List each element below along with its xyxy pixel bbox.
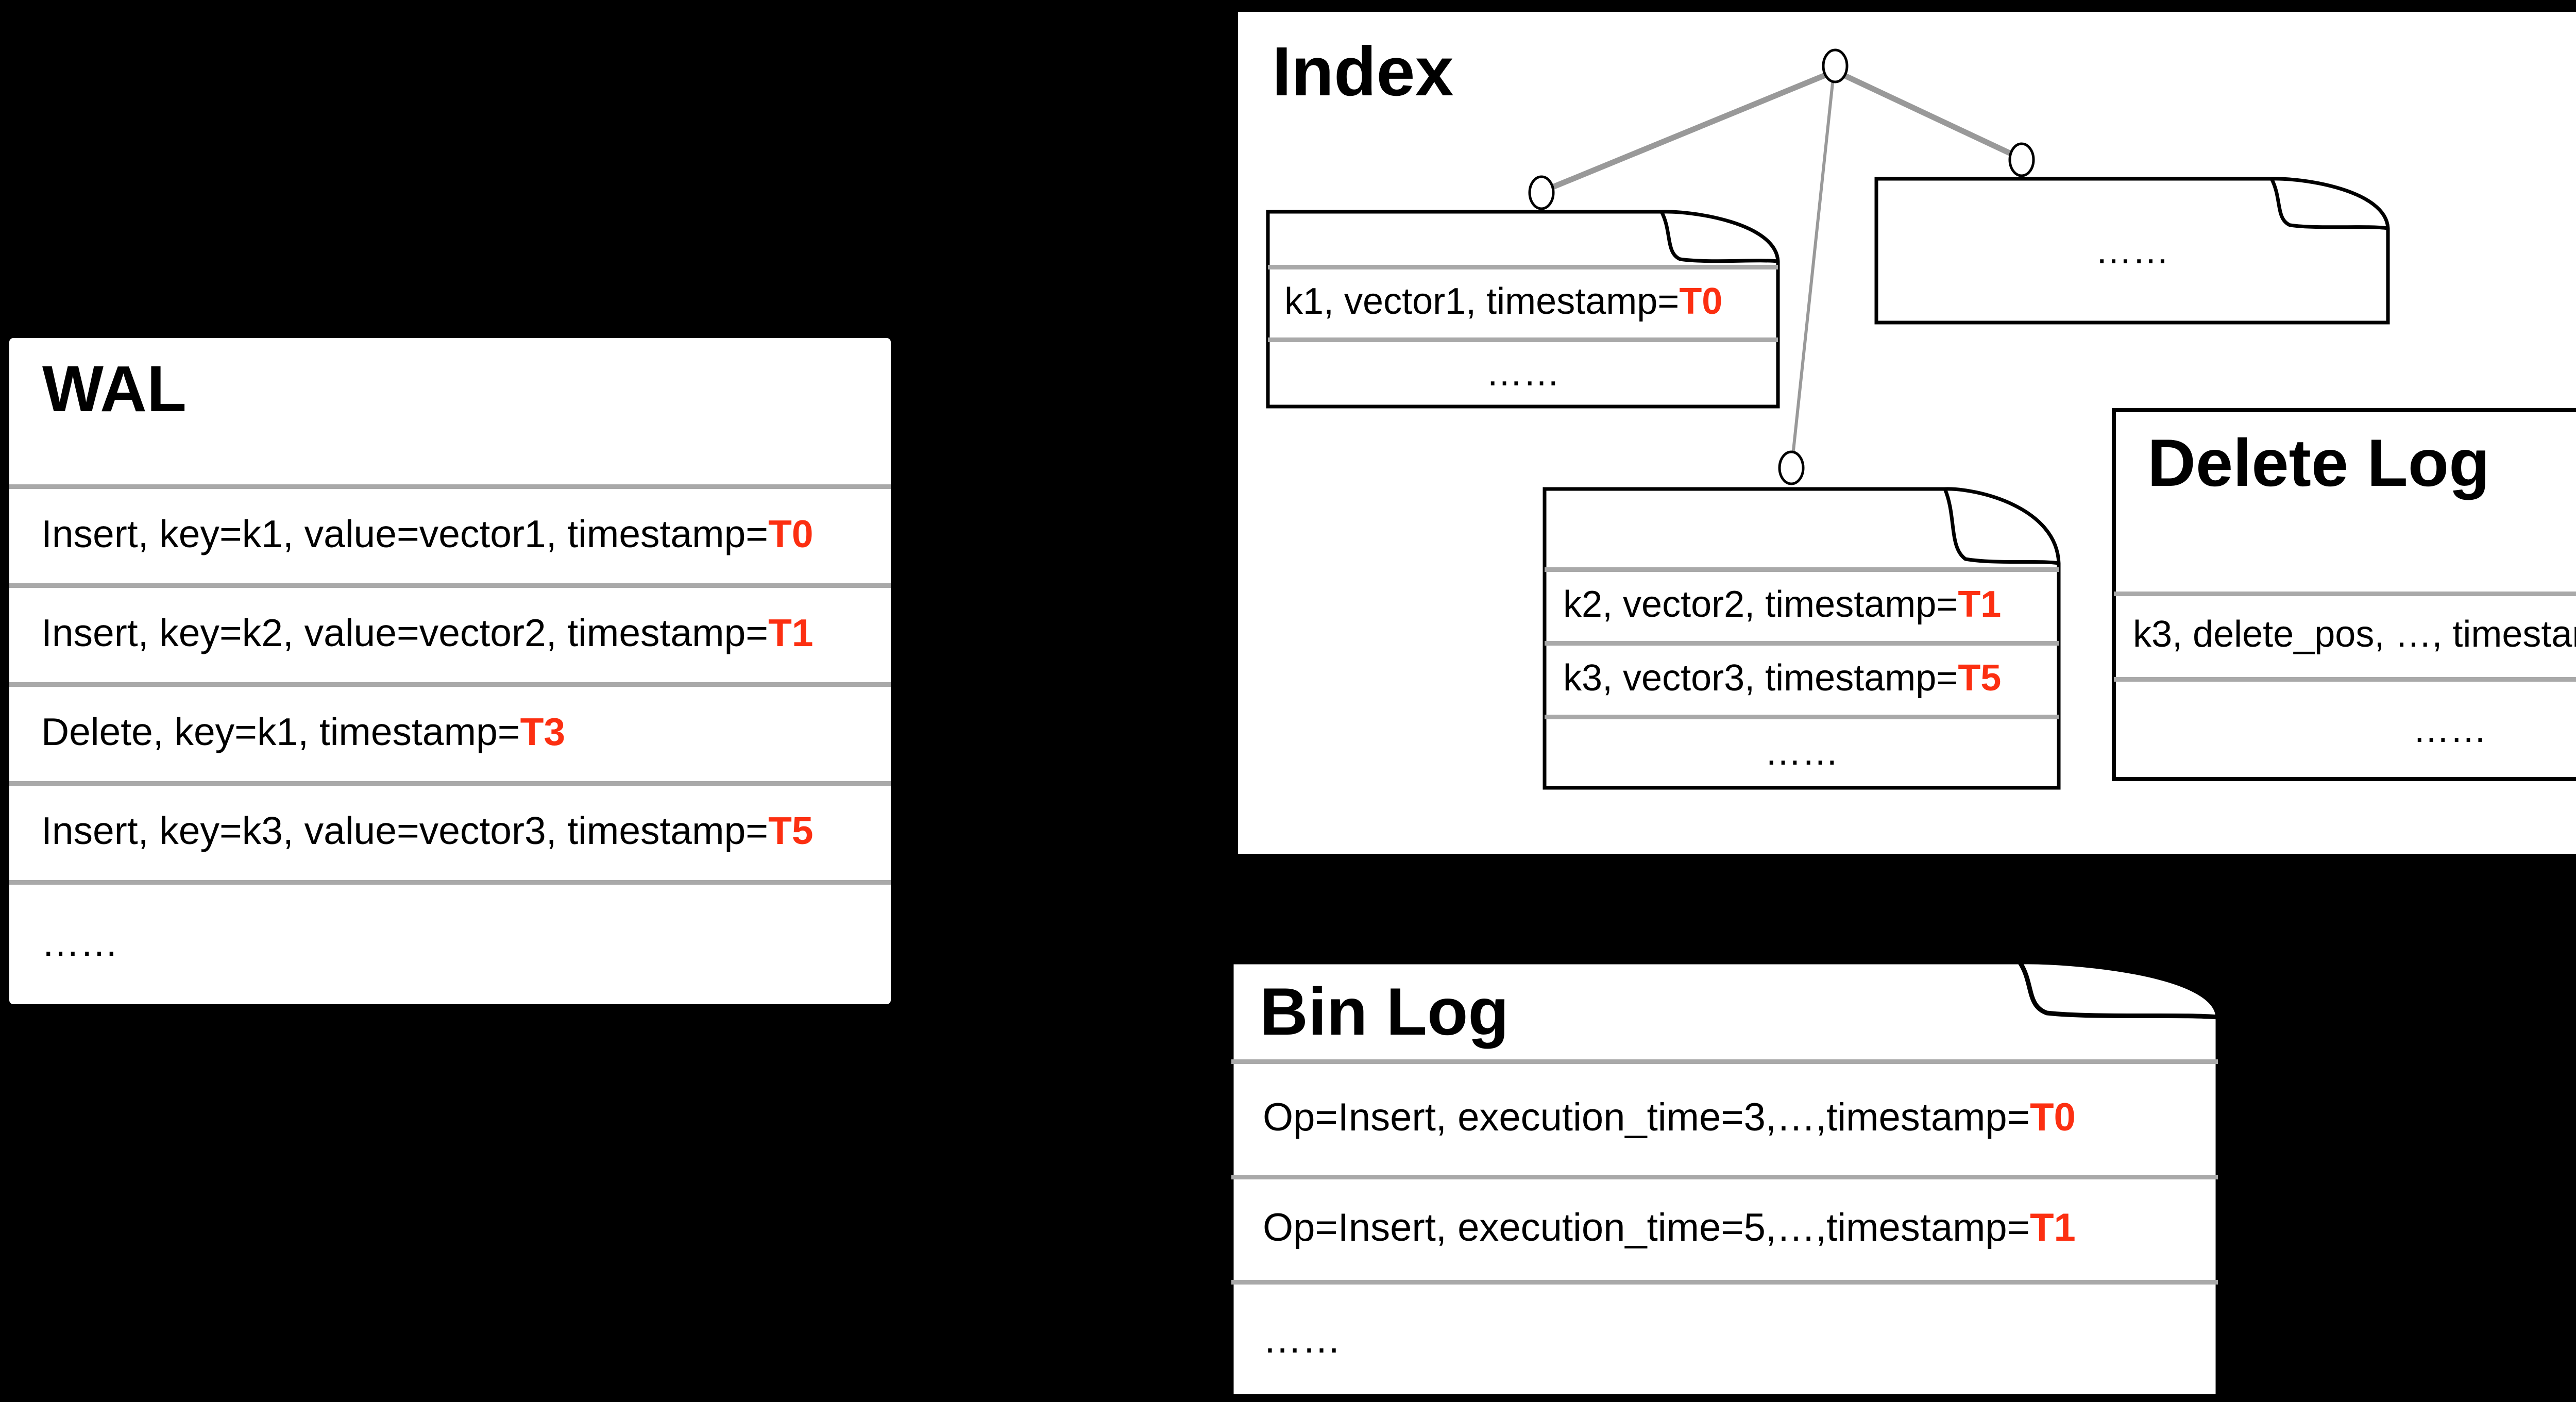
wal-panel: WAL Insert, key=k1, value=vector1, times… [6,335,894,1007]
index-title: Index [1272,32,1454,110]
wal-row-ellipsis: …… [9,880,891,1004]
tree-node [1528,175,1555,210]
divider [1231,1175,2218,1179]
divider [9,781,891,786]
bin-log-row: Op=Insert, execution_time=5,…,timestamp=… [1229,1175,2221,1280]
timestamp-highlight: T0 [1679,280,1723,322]
divider [1545,567,2059,572]
ellipsis-text: …… [2413,708,2487,750]
timestamp-highlight: T3 [520,710,566,753]
segment-row-text: k1, vector1, timestamp= [1284,280,1680,322]
folded-corner-icon [2269,178,2388,230]
divider [9,583,891,588]
timestamp-highlight: T1 [768,611,814,654]
segment-row-ellipsis: …… [1874,177,2390,325]
segment-row: k1, vector1, timestamp=T0 [1266,265,1780,337]
tree-root-node [1822,48,1849,83]
ellipsis-text: …… [1486,352,1560,394]
timestamp-highlight: T1 [2030,1205,2076,1249]
tree-edge [1540,68,1837,195]
wal-row-text: Insert, key=k1, value=vector1, timestamp… [41,512,769,555]
delete-log-row-text: k3, delete_pos, …, timestamp= [2133,614,2576,655]
ellipsis-text: …… [41,920,118,964]
wal-row: Insert, key=k3, value=vector3, timestamp… [9,781,891,880]
divider [9,484,891,489]
wal-row-text: Insert, key=k3, value=vector3, timestamp… [41,809,769,852]
timestamp-highlight: T0 [768,512,814,555]
segment-row: k3, vector3, timestamp=T5 [1543,641,2061,715]
bin-log-title: Bin Log [1260,974,1509,1049]
bin-log-row: Op=Insert, execution_time=3,…,timestamp=… [1229,1059,2221,1175]
divider [1545,715,2059,719]
ellipsis-text: …… [1765,732,1839,773]
divider [2114,592,2576,596]
document-outline-icon [1874,177,2390,325]
wal-row: Insert, key=k2, value=vector2, timestamp… [9,583,891,682]
segment-doc-k1: k1, vector1, timestamp=T0 …… [1266,210,1780,409]
folded-corner-icon [2018,960,2218,1020]
divider [9,682,891,687]
document-outline-icon [1266,210,1780,409]
wal-row-text: Insert, key=k2, value=vector2, timestamp… [41,611,769,654]
tree-node [2008,142,2035,177]
document-outline-icon [1543,487,2061,790]
delete-log-doc: Delete Log k3, delete_pos, …, timestamp=… [2111,408,2576,782]
divider [1231,1059,2218,1064]
bin-log-row-ellipsis: …… [1229,1280,2221,1399]
divider [2114,677,2576,682]
divider [1231,1280,2218,1285]
ellipsis-text: …… [2095,230,2170,272]
wal-row-text: Delete, key=k1, timestamp= [41,710,520,753]
tree-edge [1790,78,1835,465]
timestamp-highlight: T5 [1958,657,2002,699]
tree-edge [1834,69,2023,161]
bin-log-doc: Bin Log Op=Insert, execution_time=3,…,ti… [1229,959,2221,1399]
wal-row: Delete, key=k1, timestamp=T3 [9,682,891,781]
divider [9,880,891,885]
timestamp-highlight: T0 [2030,1095,2076,1139]
divider [1545,641,2059,646]
ellipsis-text: …… [1263,1317,1341,1361]
segment-doc-more: …… [1874,177,2390,325]
segment-row-ellipsis: …… [1543,715,2061,790]
wal-title: WAL [42,352,187,425]
segment-row: k2, vector2, timestamp=T1 [1543,567,2061,641]
timestamp-highlight: T5 [768,809,814,852]
bin-log-row-text: Op=Insert, execution_time=5,…,timestamp= [1263,1205,2030,1249]
tree-node [1778,450,1805,485]
divider [1268,337,1778,342]
timestamp-highlight: T1 [1958,583,2002,625]
segment-doc-k2-k3: k2, vector2, timestamp=T1 k3, vector3, t… [1543,487,2061,790]
segment-row-ellipsis: …… [1266,337,1780,409]
folded-corner-icon [1659,211,1778,263]
wal-row: Insert, key=k1, value=vector1, timestamp… [9,484,891,583]
delete-log-row-ellipsis: …… [2111,677,2576,782]
delete-log-title: Delete Log [2147,425,2490,500]
bin-log-row-text: Op=Insert, execution_time=3,…,timestamp= [1263,1095,2030,1139]
segment-row-text: k3, vector3, timestamp= [1563,657,1958,699]
delete-log-row: k3, delete_pos, …, timestamp=T3 [2111,592,2576,677]
segment-row-text: k2, vector2, timestamp= [1563,583,1958,625]
folded-corner-icon [1943,488,2059,565]
divider [1268,265,1778,269]
